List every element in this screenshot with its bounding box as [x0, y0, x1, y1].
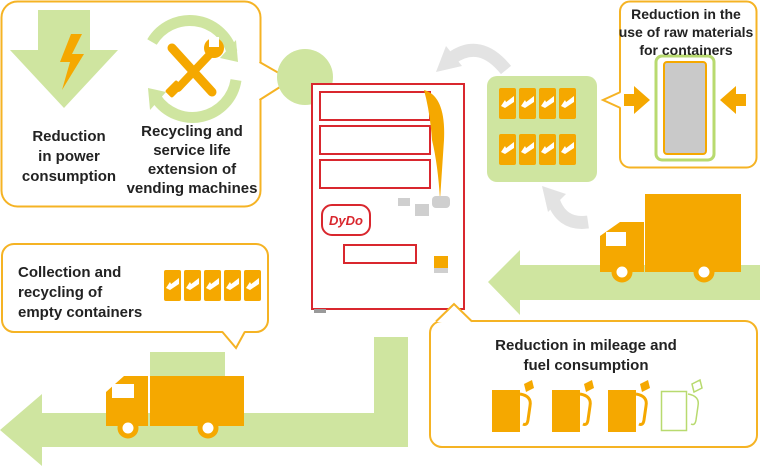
- label-mileage-reduction: Reduction in mileage and fuel consumptio…: [495, 337, 677, 374]
- curved-arrow-top: [436, 43, 512, 75]
- svg-text:DyDo: DyDo: [329, 213, 363, 228]
- dydo-logo: DyDo: [321, 204, 371, 236]
- delivery-truck-icon: [600, 194, 741, 283]
- delivery-truck-icon: [106, 376, 244, 439]
- wrench-screwdriver-recycle-icon: [147, 15, 242, 123]
- curved-arrow-mid: [542, 186, 589, 229]
- label-recycling: Recycling and service life extension of …: [126, 123, 258, 197]
- route-arrow-bottom: [0, 337, 408, 466]
- vending-machine: [311, 83, 465, 313]
- truck-cargo-load: [150, 352, 225, 376]
- callout-containers: [600, 0, 758, 169]
- label-container-reduction: Reduction in the use of raw materials fo…: [618, 6, 754, 58]
- callout-collection: [1, 243, 269, 350]
- lightning-arrow-icon: [10, 10, 118, 108]
- label-power-reduction: Reduction in power consumption: [21, 128, 117, 185]
- cans-panel: [487, 76, 597, 182]
- label-collection: Collection and recycling of empty contai…: [18, 264, 143, 321]
